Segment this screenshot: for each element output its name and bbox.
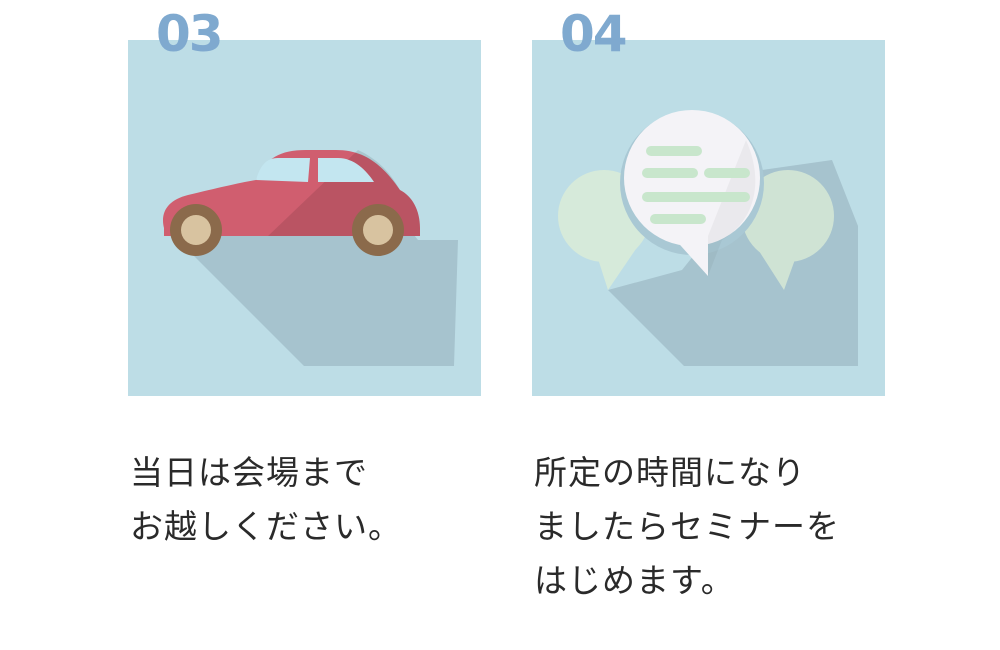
speech-bubbles-icon bbox=[532, 40, 885, 396]
caption-line: 所定の時間になり bbox=[534, 453, 806, 492]
step-tile bbox=[532, 40, 885, 396]
step-caption: 当日は会場まで お越しください。 bbox=[130, 446, 480, 554]
step-tile bbox=[128, 40, 481, 396]
car-icon bbox=[128, 40, 481, 396]
caption-line: はじめます。 bbox=[534, 561, 735, 600]
caption-line: 当日は会場まで bbox=[130, 453, 368, 492]
step-number: 04 bbox=[560, 5, 628, 63]
caption-line: お越しください。 bbox=[130, 507, 402, 546]
step-03: 03 当日は会場まで お越しください。 bbox=[128, 0, 488, 650]
step-caption: 所定の時間になり ましたらセミナーを はじめます。 bbox=[534, 446, 884, 608]
step-04: 04 所定の時間になり ましたらセミナーを はじめます。 bbox=[532, 0, 892, 650]
caption-line: ましたらセミナーを bbox=[534, 507, 840, 546]
step-number: 03 bbox=[156, 5, 224, 63]
